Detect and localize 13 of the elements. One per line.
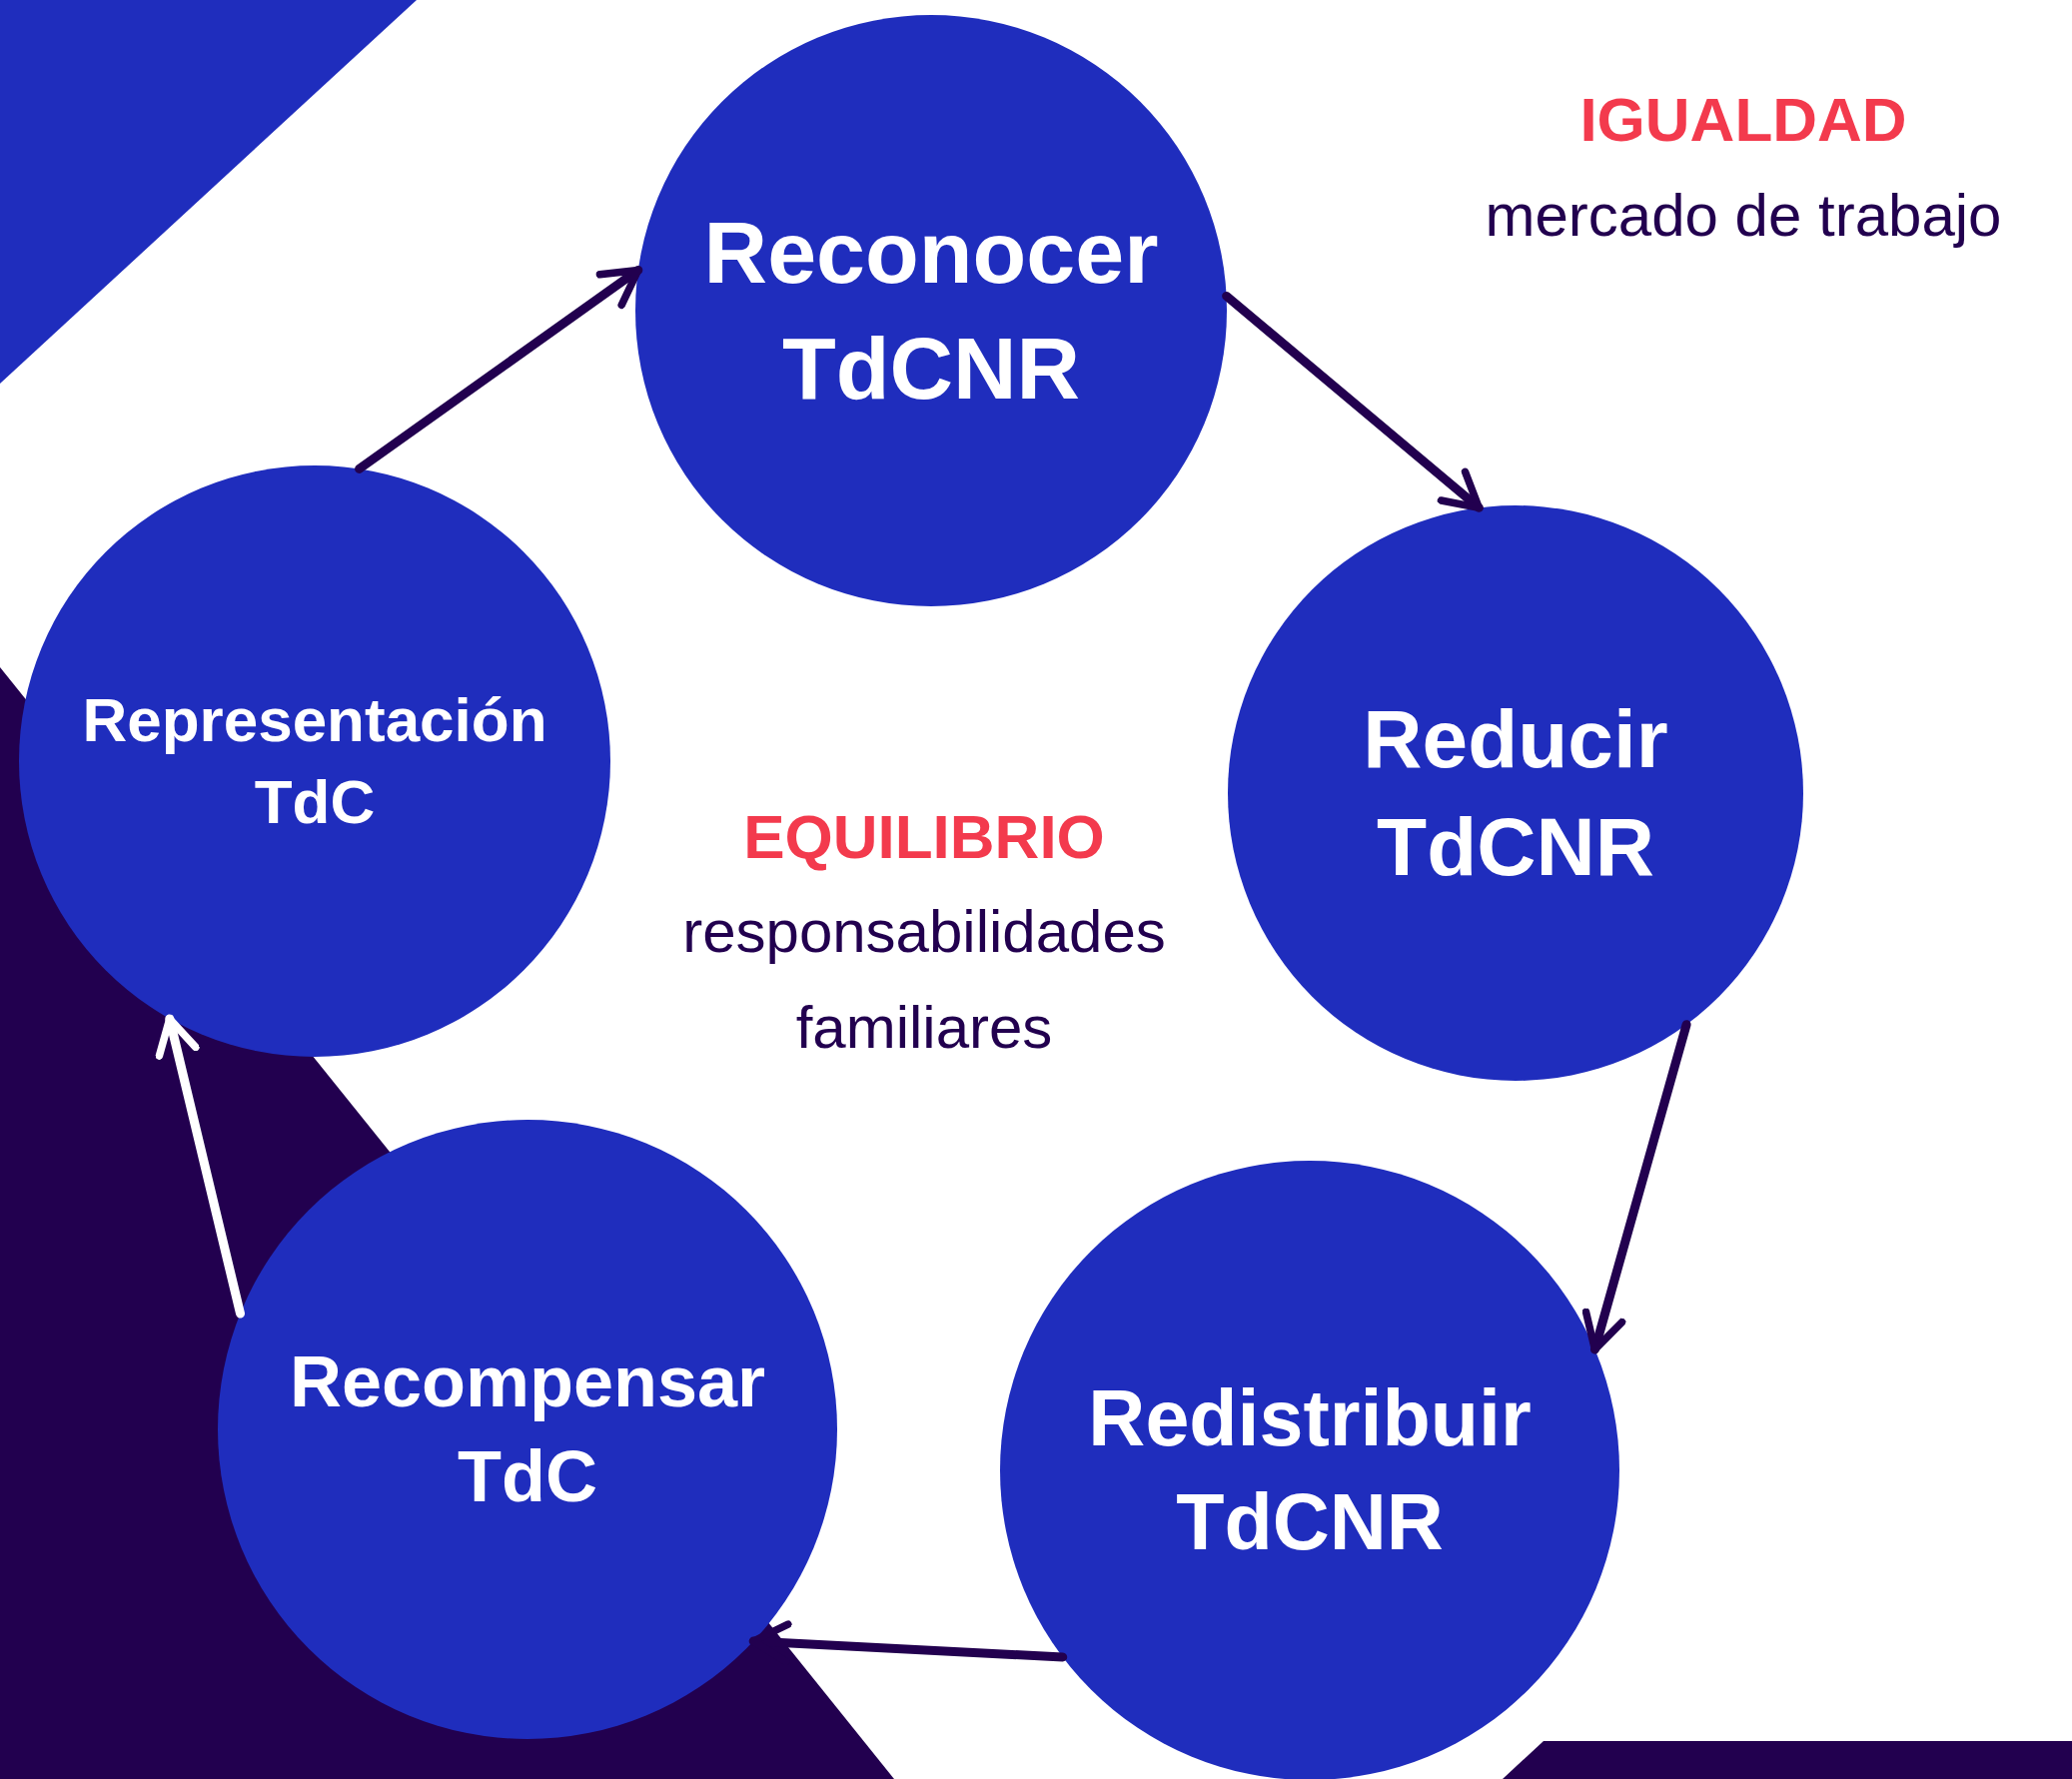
- heading-text: IGUALDAD: [1578, 84, 1908, 156]
- node-label: Recompensar TdC: [289, 1339, 766, 1518]
- node-label: Reducir TdCNR: [1363, 691, 1668, 894]
- node-label: Reconocer TdCNR: [703, 201, 1159, 420]
- subtitle-text: responsabilidades familiares: [681, 897, 1167, 1063]
- node-label: Representación TdC: [82, 684, 547, 838]
- arrow: [155, 1014, 245, 1319]
- node-label: Redistribuir TdCNR: [1088, 1371, 1532, 1568]
- subtitle-text: mercado de trabajo: [1484, 181, 2003, 251]
- arrow: [355, 265, 643, 473]
- arrow: [1581, 1020, 1691, 1354]
- arrow: [1222, 291, 1484, 512]
- heading-text: EQUILIBRIO: [742, 801, 1106, 873]
